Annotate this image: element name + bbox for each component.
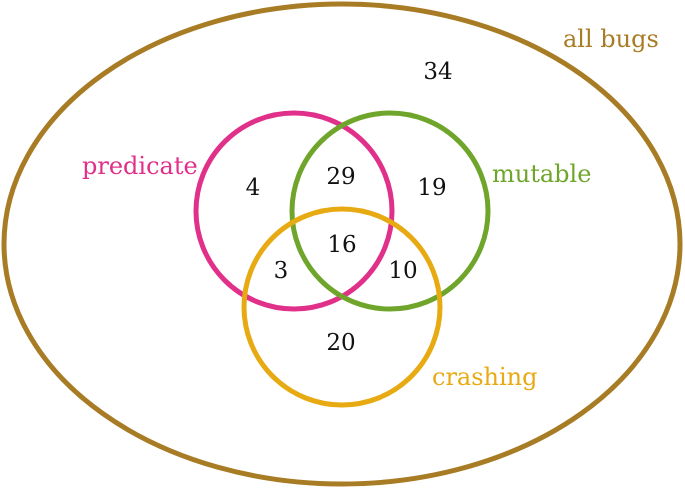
mutable-crashing-count: 10 bbox=[388, 258, 417, 284]
predicate-crashing-count: 3 bbox=[274, 258, 289, 284]
all-three-count: 16 bbox=[327, 232, 356, 258]
all-bugs-label: all bugs bbox=[563, 25, 659, 53]
predicate-mutable-count: 29 bbox=[326, 164, 355, 190]
crashing-label: crashing bbox=[432, 363, 538, 391]
outside-only-count: 34 bbox=[423, 59, 452, 85]
predicate-circle bbox=[193, 110, 395, 312]
mutable-circle bbox=[289, 110, 491, 312]
mutable-only-count: 19 bbox=[417, 175, 446, 201]
crashing-only-count: 20 bbox=[326, 330, 355, 356]
crashing-circle bbox=[241, 206, 443, 408]
mutable-label: mutable bbox=[492, 160, 591, 188]
predicate-label: predicate bbox=[82, 152, 198, 180]
predicate-only-count: 4 bbox=[246, 175, 261, 201]
